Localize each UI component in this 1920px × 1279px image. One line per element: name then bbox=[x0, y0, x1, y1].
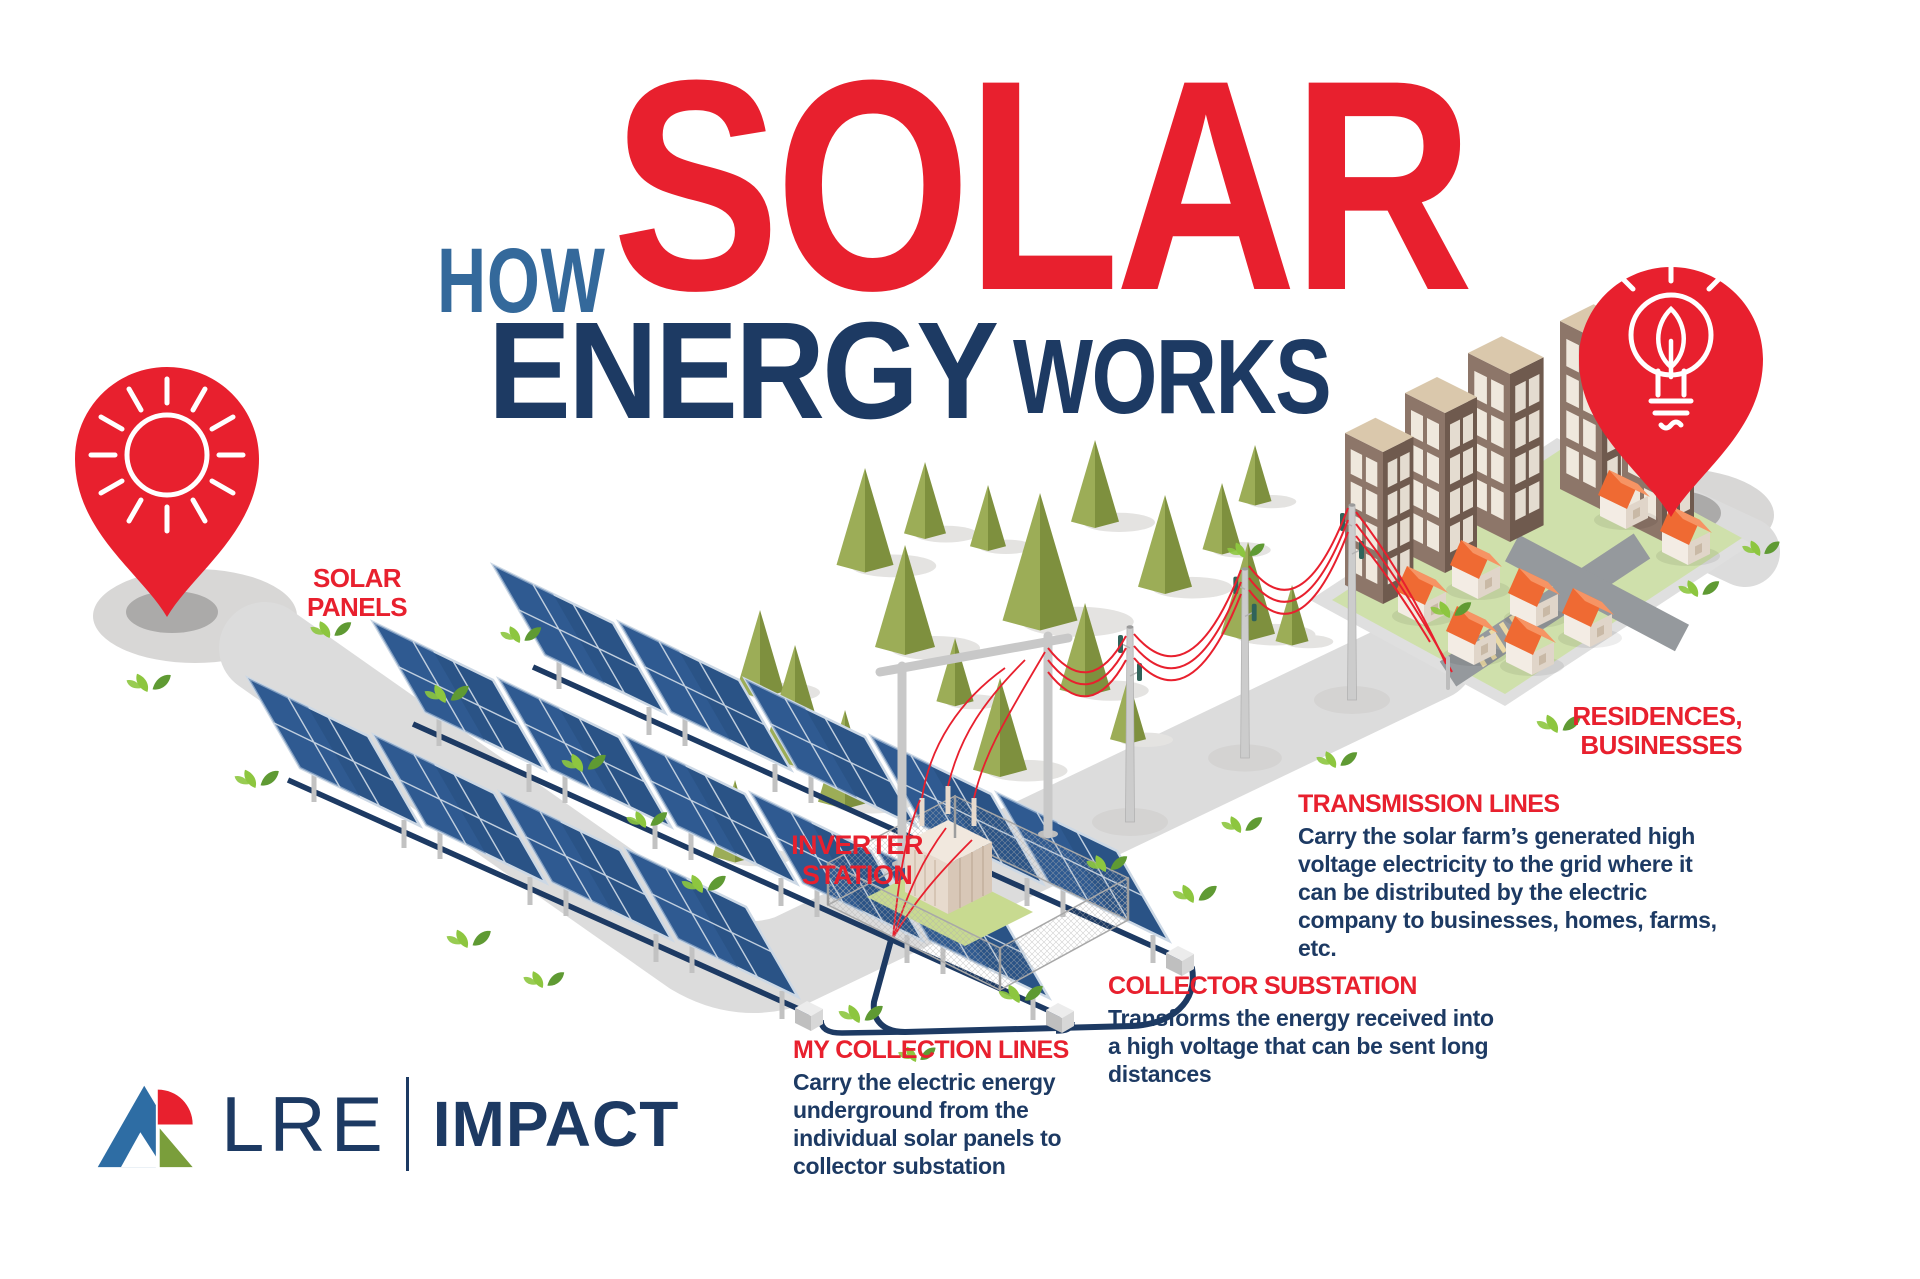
brand-logo: LRE IMPACT bbox=[95, 1076, 679, 1172]
callout-residences-businesses: RESIDENCES, BUSINESSES bbox=[1430, 701, 1742, 761]
lightbulb-icon bbox=[1618, 260, 1724, 431]
collection-cable bbox=[818, 1019, 906, 1036]
logo-suffix-text: IMPACT bbox=[432, 1088, 680, 1160]
transformer bbox=[905, 786, 992, 914]
pin-inner-pad-left bbox=[126, 591, 218, 633]
callout-heading: MY COLLECTION LINES bbox=[793, 1036, 1069, 1064]
callout-heading: RESIDENCES, BUSINESSES bbox=[1572, 701, 1742, 761]
location-pin-lightbulb bbox=[1579, 260, 1763, 517]
transmission-wires bbox=[1047, 507, 1453, 698]
city-road bbox=[1504, 534, 1690, 652]
callout-my-collection-lines: MY COLLECTION LINES Carry the electric e… bbox=[793, 1036, 1103, 1180]
transmission-lines bbox=[1047, 502, 1453, 837]
callout-heading: INVERTER STATION bbox=[791, 830, 923, 891]
gantry-beam bbox=[875, 633, 1073, 677]
city-block bbox=[1310, 304, 1752, 706]
callout-heading: COLLECTOR SUBSTATION bbox=[1108, 972, 1417, 1000]
logo-divider bbox=[405, 1077, 409, 1171]
title-word-energy: ENERGY bbox=[488, 294, 999, 448]
callout-transmission-lines: TRANSMISSION LINES Carry the solar farm’… bbox=[1298, 790, 1718, 962]
callout-body: Transforms the energy received into a hi… bbox=[1108, 1005, 1494, 1088]
callout-collector-substation: COLLECTOR SUBSTATION Transforms the ener… bbox=[1108, 972, 1498, 1088]
title-word-solar: SOLAR bbox=[612, 17, 1474, 353]
apartment-building bbox=[1468, 336, 1544, 542]
callout-inverter-station: INVERTER STATION bbox=[762, 830, 952, 890]
title-word-how: HOW bbox=[437, 230, 606, 332]
collection-cable bbox=[286, 777, 812, 1017]
callout-solar-panels: SOLAR PANELS bbox=[272, 563, 442, 623]
logo-mark-icon bbox=[97, 1085, 193, 1168]
location-pin-sun bbox=[75, 367, 259, 617]
callout-body: Carry the electric energy underground fr… bbox=[793, 1069, 1062, 1180]
inverter-station bbox=[826, 631, 1130, 992]
callout-body: Carry the solar farm’s generated high vo… bbox=[1298, 823, 1717, 962]
callout-heading: TRANSMISSION LINES bbox=[1298, 790, 1560, 818]
fence-posts bbox=[826, 796, 1130, 990]
callout-heading: SOLAR PANELS bbox=[307, 563, 408, 623]
sun-icon bbox=[88, 376, 246, 534]
logo-brand-text: LRE bbox=[221, 1079, 388, 1168]
title-word-works: WORKS bbox=[1013, 318, 1332, 436]
